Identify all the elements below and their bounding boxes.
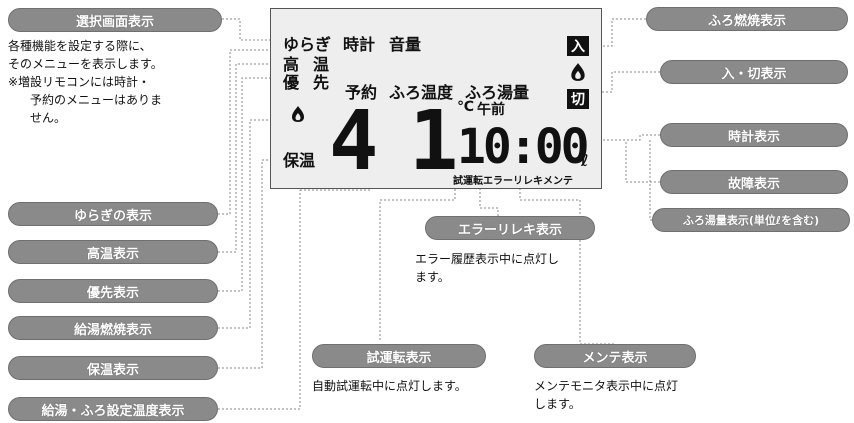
pill-test-run: 試運転表示	[312, 344, 486, 368]
lcd-liter: ℓ	[581, 151, 589, 170]
lcd-celsius: ℃	[457, 99, 474, 115]
lcd-yuragi: ゆらぎ	[283, 35, 332, 54]
desc-line: エラー履歴表示中に点灯し	[415, 252, 560, 266]
hot-water-flame-icon	[291, 105, 305, 127]
lcd-temp-digit-2: 1	[409, 94, 459, 189]
desc-line: します。	[534, 397, 581, 411]
desc-line: ※増設リモコンには時計・	[8, 75, 151, 89]
pill-priority: 優先表示	[8, 279, 218, 303]
desc-line: メンテモニタ表示中に点灯	[534, 379, 679, 393]
pill-error-history: エラーリレキ表示	[425, 216, 595, 240]
desc-line: 予約のメニューはありま	[30, 93, 163, 107]
desc-select-screen: 各種機能を設定する際に、 そのメニューを表示します。 ※増設リモコンには時計・ …	[8, 37, 163, 127]
lcd-bath-temp: ふろ温度	[389, 83, 454, 102]
lcd-yu: 優	[283, 73, 300, 92]
lcd-time: 10:00	[457, 119, 589, 175]
pill-select-screen: 選択画面表示	[8, 8, 222, 32]
desc-test-run: 自動試運転中に点灯します。	[312, 377, 467, 395]
pill-yuragi: ゆらぎの表示	[8, 202, 218, 226]
lcd-display: ゆらぎ 時計 音量 高 温 優 先 予約 ふろ温度 ふろ湯量 保温 4 1 ℃ …	[270, 8, 602, 189]
pill-clock: 時計表示	[660, 123, 848, 147]
lcd-clock: 時計	[343, 35, 376, 54]
bath-off-icon: 切	[567, 89, 589, 109]
pill-keep-warm: 保温表示	[8, 356, 218, 380]
desc-error-history: エラー履歴表示中に点灯し ます。	[415, 250, 559, 286]
lcd-volume: 音量	[389, 35, 422, 54]
bath-on-icon: 入	[567, 36, 589, 56]
lcd-high: 高	[283, 55, 300, 74]
desc-line: 各種機能を設定する際に、	[8, 39, 152, 53]
desc-maintenance: メンテモニタ表示中に点灯 します。	[534, 377, 678, 413]
lcd-temp-digit-1: 4	[329, 94, 379, 189]
lcd-saki: 先	[313, 73, 330, 92]
lcd-am: 午前	[477, 102, 505, 118]
pill-maintenance: メンテ表示	[534, 344, 696, 368]
lcd-reserve: 予約	[345, 83, 378, 102]
pill-hot-water-burn: 給湯燃焼表示	[8, 316, 218, 340]
pill-high-temp: 高温表示	[8, 240, 218, 264]
desc-line: 自動試運転中に点灯します。	[312, 379, 467, 393]
desc-line: そのメニューを表示します。	[8, 57, 163, 71]
lcd-warm: 温	[313, 55, 330, 74]
desc-line: ます。	[415, 270, 450, 284]
pill-fault: 故障表示	[660, 170, 848, 194]
bath-flame-icon	[570, 62, 586, 86]
desc-line: せん。	[30, 111, 67, 125]
pill-on-off: 入・切表示	[660, 60, 848, 84]
lcd-status-row: 試運転エラーリレキメンテ	[453, 176, 573, 187]
pill-bath-volume: ふろ湯量表示(単位ℓを含む)	[652, 208, 850, 232]
lcd-bath-amount: ふろ湯量	[465, 83, 530, 102]
pill-temp-setting: 給湯・ふろ設定温度表示	[8, 397, 218, 421]
lcd-keep-warm: 保温	[283, 151, 316, 170]
pill-bath-burn: ふろ燃焼表示	[646, 7, 848, 31]
